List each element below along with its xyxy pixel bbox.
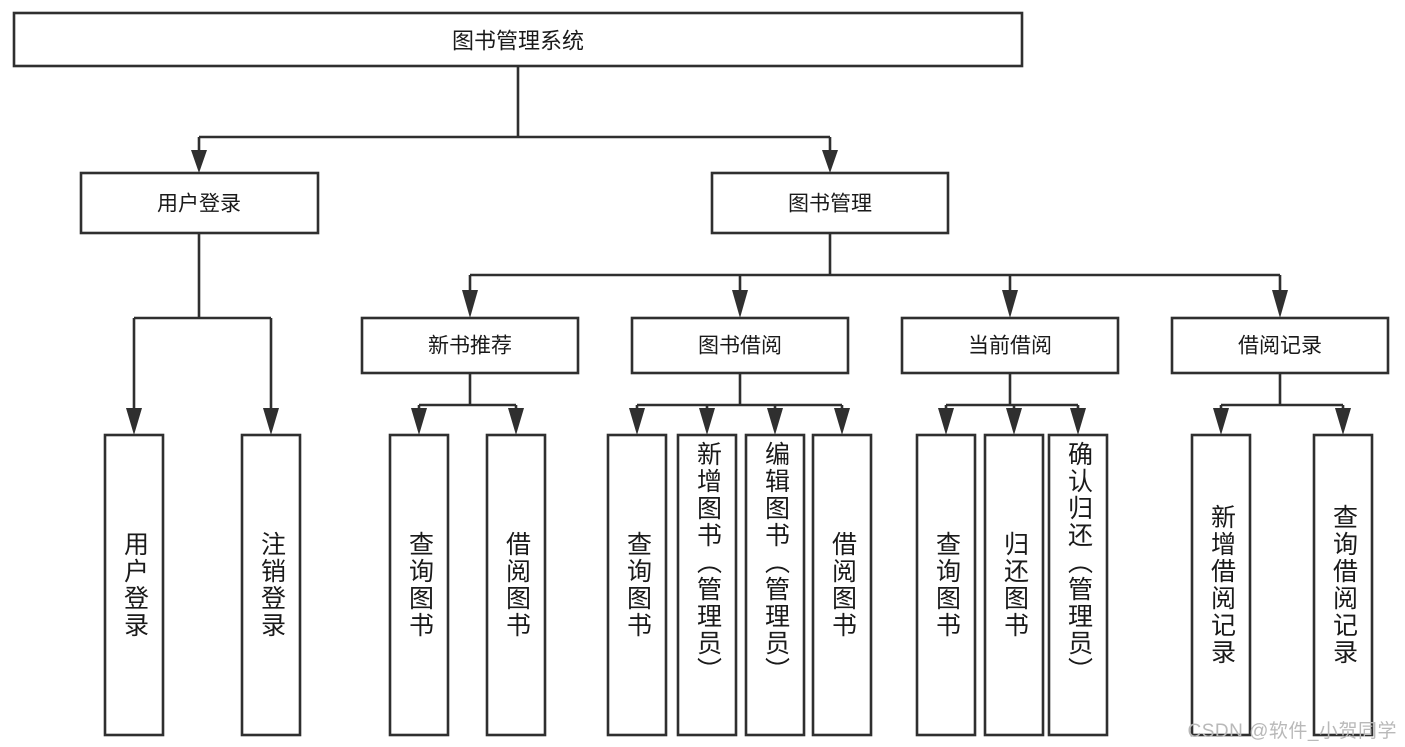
connector-group-user-login (126, 233, 279, 435)
node-borrow-record-box[interactable] (1170, 316, 1390, 375)
arrow-head-icon (411, 408, 427, 435)
connector-group-root (191, 66, 838, 173)
csdn-watermark: CSDN @软件_小贺同学 (1187, 721, 1397, 742)
connector-group-current-borrow (938, 373, 1086, 435)
node-book-management-box[interactable] (710, 171, 950, 235)
node-book-management-label: 图书管理 (788, 193, 872, 216)
leaf-box-current-borrow-1[interactable] (983, 433, 1045, 737)
leaf-box-current-borrow-0[interactable] (915, 433, 977, 737)
node-new-book-recommend-label: 新书推荐 (428, 335, 512, 358)
node-current-borrow-label: 当前借阅 (968, 335, 1052, 358)
node-borrow-record-label: 借阅记录 (1238, 335, 1322, 358)
leaf-box-new-book-0[interactable] (388, 433, 450, 737)
arrow-head-icon (191, 150, 207, 173)
arrow-head-icon (508, 408, 524, 435)
node-current-borrow[interactable]: 当前借阅 (900, 316, 1120, 375)
node-user-login-label: 用户登录 (157, 193, 241, 216)
node-root-label: 图书管理系统 (452, 29, 584, 54)
node-root-box[interactable] (12, 11, 1024, 68)
arrow-head-icon (822, 150, 838, 173)
arrow-head-icon (126, 408, 142, 435)
node-user-login[interactable]: 用户登录 (79, 171, 320, 235)
leaf-box-user-login-0[interactable] (103, 433, 165, 737)
arrow-head-icon (629, 408, 645, 435)
leaf-box-book-borrow-0[interactable] (606, 433, 668, 737)
arrow-head-icon (1272, 290, 1288, 318)
leaf-box-book-borrow-1[interactable] (676, 433, 738, 737)
arrow-head-icon (1006, 408, 1022, 435)
connector-group-borrow-record (1213, 373, 1351, 435)
leaf-box-user-login-1[interactable] (240, 433, 302, 737)
leaf-box-borrow-record-1[interactable] (1312, 433, 1374, 737)
node-book-borrow-box[interactable] (630, 316, 850, 375)
node-current-borrow-box[interactable] (900, 316, 1120, 375)
leaf-box-borrow-record-0[interactable] (1190, 433, 1252, 737)
connector-group-new-book-recommend (411, 373, 524, 435)
node-new-book-recommend-box[interactable] (360, 316, 580, 375)
leaf-box-book-borrow-3[interactable] (811, 433, 873, 737)
connector-group-book-management (462, 233, 1288, 318)
arrow-head-icon (1213, 408, 1229, 435)
arrow-head-icon (263, 408, 279, 435)
node-new-book-recommend[interactable]: 新书推荐 (360, 316, 580, 375)
arrow-head-icon (699, 408, 715, 435)
leaf-box-book-borrow-2[interactable] (744, 433, 806, 737)
arrow-head-icon (938, 408, 954, 435)
arrow-head-icon (834, 408, 850, 435)
node-root[interactable]: 图书管理系统 (12, 11, 1024, 68)
node-book-management[interactable]: 图书管理 (710, 171, 950, 235)
leaf-box-current-borrow-2[interactable] (1047, 433, 1109, 737)
arrow-head-icon (767, 408, 783, 435)
arrow-head-icon (1070, 408, 1086, 435)
arrow-head-icon (1335, 408, 1351, 435)
node-book-borrow[interactable]: 图书借阅 (630, 316, 850, 375)
leaf-box-new-book-1[interactable] (485, 433, 547, 737)
arrow-head-icon (1002, 290, 1018, 318)
arrow-head-icon (732, 290, 748, 318)
node-book-borrow-label: 图书借阅 (698, 335, 782, 358)
connector-group-book-borrow (629, 373, 850, 435)
arrow-head-icon (462, 290, 478, 318)
node-borrow-record[interactable]: 借阅记录 (1170, 316, 1390, 375)
